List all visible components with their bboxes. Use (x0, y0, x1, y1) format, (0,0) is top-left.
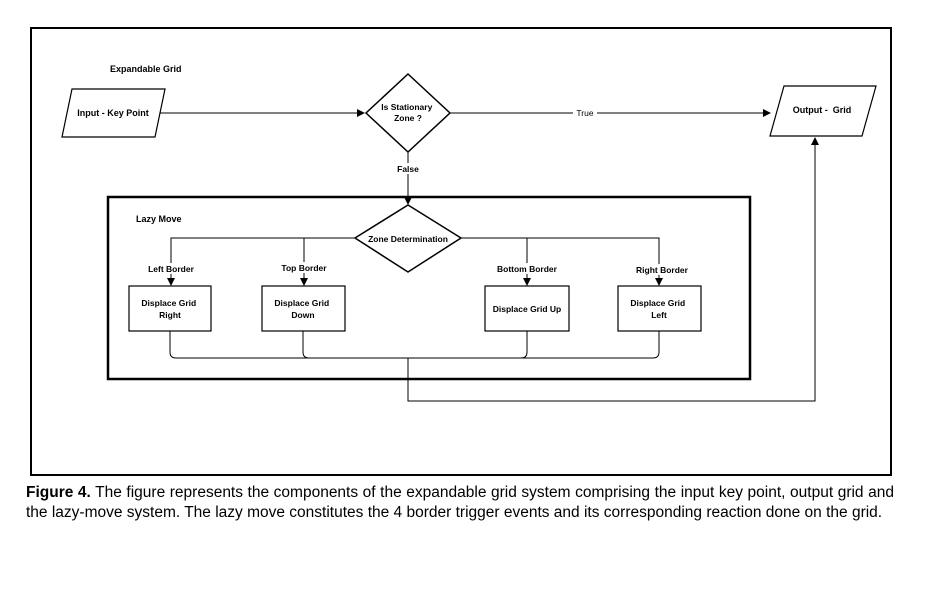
edge-branch-left-top (167, 237, 355, 286)
edge-label-bg-left (141, 263, 201, 274)
lazy-move-container (106, 195, 752, 381)
edge-label-left-border: Left Border (148, 264, 195, 274)
edge-false-label-bg (397, 163, 420, 174)
action-displace-left-line-2: Left (651, 310, 667, 320)
action-displace-down (261, 285, 346, 332)
input-node (61, 88, 166, 138)
caption-text: The figure represents the components of … (26, 484, 894, 521)
diagram-title: Expandable Grid (110, 64, 182, 74)
lazy-move-title: Lazy Move (136, 214, 182, 224)
action-displace-right (128, 285, 212, 332)
edge-label-bg-bottom (489, 263, 565, 274)
edge-label-bg-top (277, 262, 331, 273)
action-displace-left (617, 285, 702, 332)
edge-true-label-bg (573, 108, 597, 118)
merge-inner (302, 331, 528, 359)
outer-frame (30, 27, 892, 476)
decision-stationary-label: Is Stationary Zone ? (381, 102, 434, 123)
action-displace-down-line-2: Down (291, 310, 314, 320)
action-displace-up (484, 285, 570, 332)
decision-stationary-line-1: Is Stationary (381, 102, 432, 112)
edge-label-right-border: Right Border (636, 265, 689, 275)
decision-zone (353, 204, 463, 273)
output-node-label: Output - Grid (793, 105, 852, 115)
decision-stationary-line-2: Zone ? (394, 113, 422, 123)
action-displace-down-line-1: Displace Grid (274, 298, 329, 308)
flowchart: Expandable Grid Input - Key Point Is Sta… (30, 27, 892, 476)
edge-lazy-move-to-output (407, 137, 819, 402)
action-displace-up-label: Displace Grid Up (493, 304, 562, 314)
action-displace-right-line-2: Right (159, 310, 181, 320)
output-node (769, 85, 877, 137)
edge-true-label: True (576, 108, 593, 118)
edge-label-top-border: Top Border (281, 263, 327, 273)
action-displace-left-label: Displace Grid Left (630, 298, 687, 320)
edge-false-label: False (397, 164, 419, 174)
caption-label: Figure 4. (26, 484, 91, 501)
edge-branch-right-top (461, 237, 663, 286)
action-displace-right-line-1: Displace Grid (141, 298, 196, 308)
edge-label-bg-right (631, 264, 693, 275)
figure-caption: Figure 4. The figure represents the comp… (26, 483, 894, 523)
input-node-label: Input - Key Point (77, 108, 149, 118)
decision-zone-label: Zone Determination (368, 234, 448, 244)
action-displace-right-label: Displace Grid Right (141, 298, 198, 320)
edge-label-bottom-border: Bottom Border (497, 264, 558, 274)
action-displace-left-line-1: Displace Grid (630, 298, 685, 308)
merge-outer (169, 331, 660, 359)
action-displace-down-label: Displace Grid Down (274, 298, 331, 320)
